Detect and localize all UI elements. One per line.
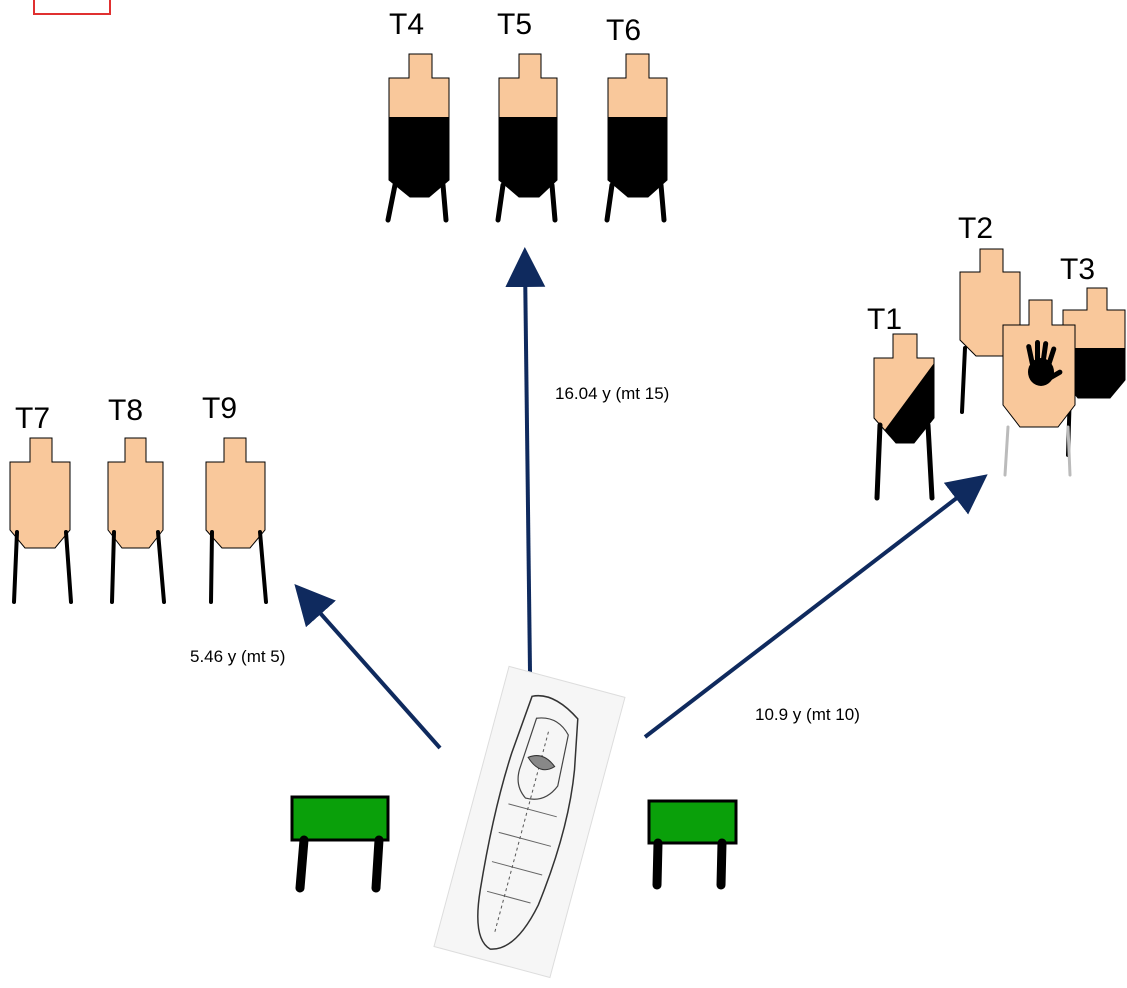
target-t3 (1062, 287, 1126, 457)
target-t9 (205, 437, 268, 604)
arrow-to-left (294, 584, 442, 750)
distance-label-center: 16.04 y (mt 15) (555, 384, 670, 403)
target-label-t2: T2 (958, 212, 994, 245)
target-label-t5: T5 (497, 8, 533, 41)
arrow-to-right (643, 474, 988, 739)
target-t7 (9, 437, 73, 604)
target-label-t9: T9 (202, 392, 238, 425)
jet-ski-image (433, 665, 626, 979)
target-label-t4: T4 (389, 8, 425, 41)
target-t8 (107, 437, 166, 604)
arrow-to-center (505, 247, 546, 673)
target-label-t1: T1 (867, 303, 903, 336)
corner-red-box (33, 0, 111, 15)
target-label-t8: T8 (108, 394, 144, 427)
target-t4 (385, 53, 450, 223)
target-label-t6: T6 (606, 14, 642, 47)
distance-label-left: 5.46 y (mt 5) (190, 647, 286, 666)
target-label-t3: T3 (1060, 253, 1096, 286)
target-label-t7: T7 (15, 402, 51, 435)
hand-icon (1026, 340, 1063, 386)
target-t5 (495, 53, 558, 223)
right-table (647, 799, 738, 890)
no-shoot-target (1002, 299, 1076, 477)
left-table (290, 795, 390, 893)
distance-label-right: 10.9 y (mt 10) (755, 705, 860, 724)
target-t1 (873, 333, 935, 501)
target-t6 (604, 53, 668, 223)
